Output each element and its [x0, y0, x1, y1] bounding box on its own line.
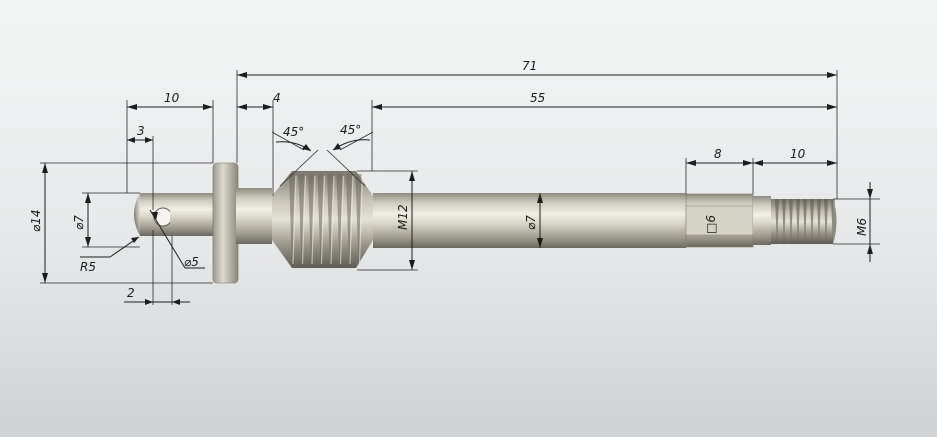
square-flat: [685, 205, 754, 236]
thread-highlight: [301, 175, 307, 265]
label-chamfer-right: 45°: [340, 123, 361, 137]
thread-highlight: [292, 175, 297, 265]
thread-ridge: [803, 199, 807, 244]
dim-thread-length: 10: [753, 147, 837, 166]
collar-neck: [236, 188, 272, 244]
label-square-size: □6: [704, 215, 718, 234]
thread-ridge: [824, 199, 828, 244]
label-collar-diameter: ⌀14: [29, 210, 43, 233]
label-length-55: 55: [530, 91, 545, 105]
dim-shaft-diameter: ⌀7: [524, 193, 543, 248]
leader-head-radius: R5: [80, 236, 140, 274]
thread-highlight: [349, 175, 354, 265]
label-head-length: 10: [164, 91, 180, 105]
dim-length-from-thread: 55: [372, 91, 837, 110]
label-square-length: 8: [714, 147, 722, 161]
end-thread-ridges: [775, 199, 835, 244]
end-chamfer: [833, 199, 837, 244]
chamfer-line: [326, 149, 366, 187]
ext-line: [339, 131, 374, 151]
thread-highlight: [358, 175, 364, 265]
label-thread-length: 10: [790, 147, 806, 161]
thread-ridge: [817, 199, 821, 244]
label-overall-length: 71: [522, 59, 537, 73]
thread-ridge: [782, 199, 786, 244]
neck: [170, 193, 214, 236]
collar: [212, 162, 239, 284]
label-hole-diameter: ⌀5: [184, 255, 199, 269]
end-neck: [753, 196, 771, 245]
thread-ridges: [289, 174, 364, 268]
label-hole-position: 2: [127, 286, 135, 300]
dimensions-layer: 71 10 4 55 3 8: [29, 59, 880, 305]
dim-thread-spec: M12: [396, 171, 415, 270]
label-thread-m12: M12: [396, 204, 410, 230]
shaft-part: [134, 162, 837, 284]
thread-ridge: [298, 174, 305, 268]
label-head-radius: R5: [80, 260, 96, 274]
label-head-diameter: ⌀7: [72, 215, 86, 230]
dim-collar-diameter: ⌀14: [29, 163, 48, 283]
thread-m6: [771, 199, 833, 244]
dim-hole-offset: 3: [127, 124, 153, 143]
leader-hole-diameter: ⌀5: [149, 209, 205, 269]
thread-ridge: [317, 174, 324, 268]
chamfer-line: [279, 149, 319, 187]
ext-line: [271, 131, 305, 151]
label-thread-m6: M6: [855, 218, 869, 236]
dim-collar-width: 4: [237, 91, 281, 110]
main-shaft: [373, 193, 686, 248]
thread-highlight: [330, 175, 335, 265]
dim-head-diameter: ⌀7: [72, 193, 91, 247]
thread-ridge: [327, 174, 333, 268]
dim-square-length: 8: [686, 147, 753, 166]
label-chamfer-left: 45°: [283, 125, 304, 139]
thread-highlight: [311, 175, 316, 265]
label-shaft-diameter: ⌀7: [524, 215, 538, 230]
thread-highlight: [320, 175, 326, 265]
label-collar-width: 4: [273, 91, 281, 105]
dim-square-size: □6: [704, 215, 718, 234]
dim-head-length: 10: [127, 91, 213, 110]
dim-end-thread: M6: [855, 182, 873, 262]
thread-ridge: [346, 174, 352, 268]
thread-ridge: [796, 199, 800, 244]
thread-ridge: [336, 174, 343, 268]
thread-ridge: [789, 199, 793, 244]
dim-hole-position: 2: [124, 286, 190, 305]
thread-ridge: [308, 174, 314, 268]
dim-overall-length: 71: [237, 59, 837, 78]
thread-ridge: [810, 199, 814, 244]
label-hole-offset: 3: [137, 124, 145, 138]
thread-ridge: [289, 174, 295, 268]
thread-ridge: [355, 174, 362, 268]
thread-highlight: [339, 175, 345, 265]
thread-ridge: [775, 199, 779, 244]
